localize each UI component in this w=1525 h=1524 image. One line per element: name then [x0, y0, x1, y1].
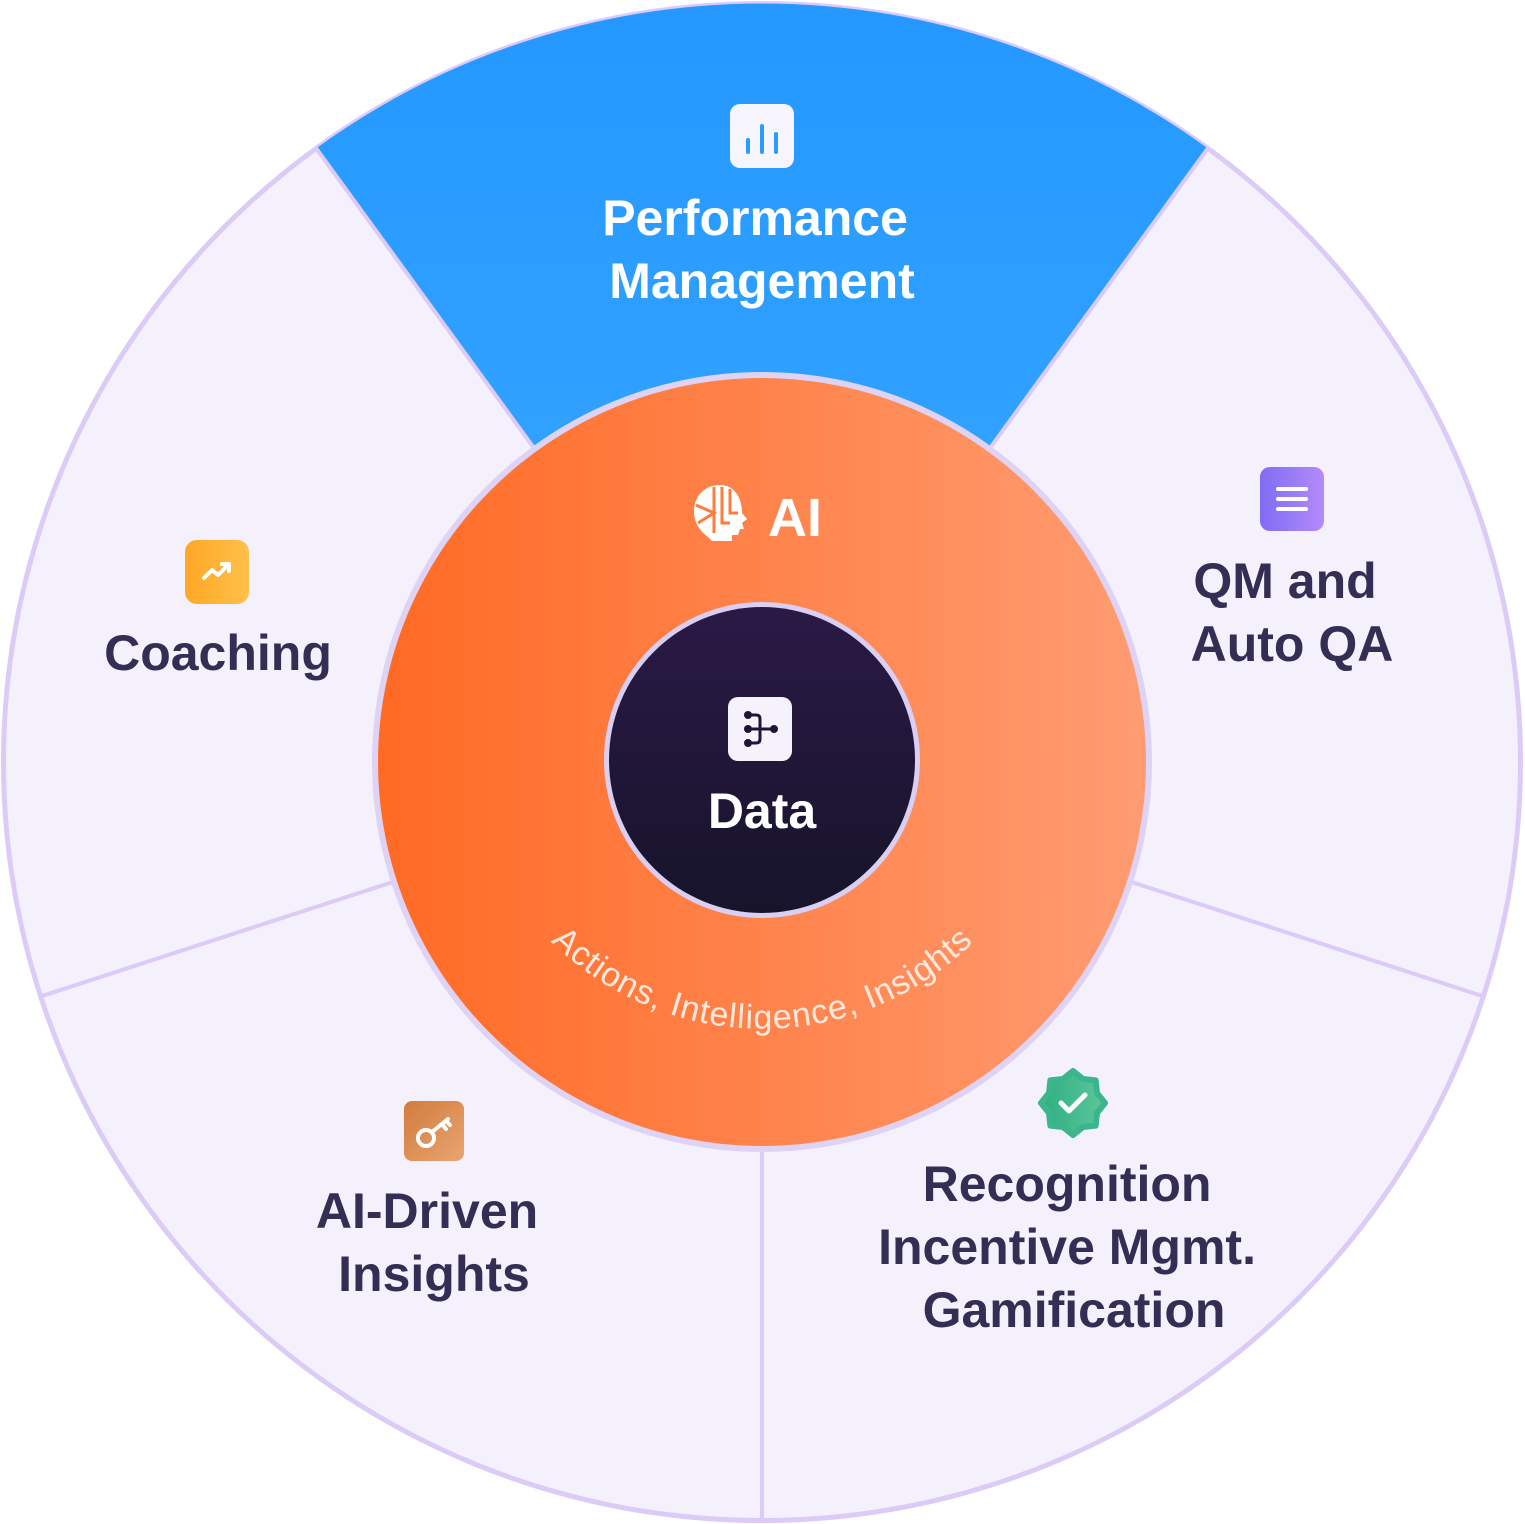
segment-label-performance-management: Performance Management	[602, 190, 922, 309]
segment-label-coaching: Coaching	[104, 625, 332, 681]
list-icon	[1260, 467, 1324, 531]
center-data-label: Data	[708, 783, 818, 839]
ai-head-icon	[694, 485, 747, 541]
label-line: Incentive Mgmt.	[878, 1219, 1256, 1275]
segment-label-qm-auto-qa: QM and Auto QA	[1191, 553, 1394, 672]
label-line: Recognition	[923, 1156, 1212, 1212]
bar-chart-icon	[730, 104, 794, 168]
label-line: Insights	[338, 1246, 530, 1302]
label-line: Gamification	[923, 1282, 1226, 1338]
key-icon	[404, 1101, 464, 1161]
label-line: QM and	[1193, 553, 1376, 609]
label-line: Auto QA	[1191, 616, 1394, 672]
segment-label-ai-driven-insights: AI-Driven Insights	[316, 1183, 552, 1302]
verified-badge-icon	[1038, 1068, 1108, 1138]
label-line: Management	[609, 253, 915, 309]
segment-label-recognition: Recognition Incentive Mgmt. Gamification	[878, 1156, 1270, 1338]
ai-label: AI	[768, 488, 822, 548]
label-line: Coaching	[104, 625, 332, 681]
trend-up-icon	[185, 540, 249, 604]
data-flow-icon	[728, 697, 792, 761]
label-line: AI-Driven	[316, 1183, 538, 1239]
label-line: Performance	[602, 190, 908, 246]
